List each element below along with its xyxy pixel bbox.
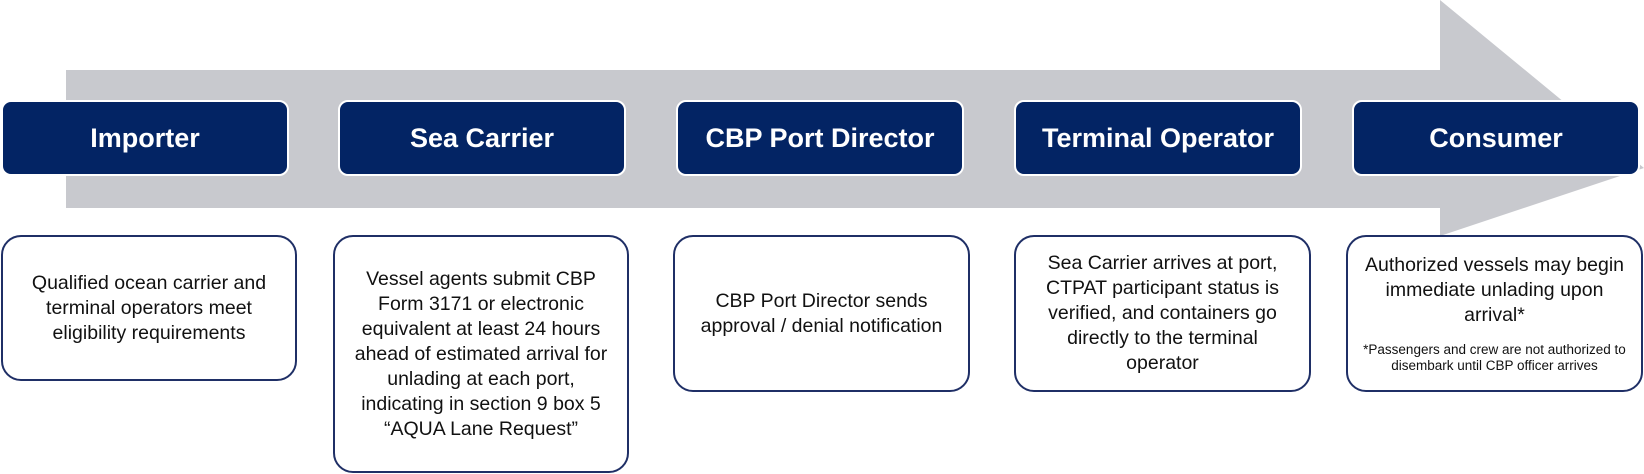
description-box-consumer: Authorized vessels may begin immediate u…	[1346, 235, 1643, 392]
footnote-text: *Passengers and crew are not authorized …	[1363, 342, 1626, 373]
header-consumer: Consumer	[1352, 100, 1640, 176]
description-text: Sea Carrier arrives at port, CTPAT parti…	[1045, 252, 1279, 374]
description-text: Authorized vessels may begin immediate u…	[1364, 254, 1625, 326]
description-text: Qualified ocean carrier and terminal ope…	[31, 271, 267, 344]
description-text: CBP Port Director sends approval / denia…	[700, 289, 943, 337]
header-sea-carrier: Sea Carrier	[338, 100, 626, 176]
description-box-cbp-port-director: CBP Port Director sends approval / denia…	[673, 235, 970, 392]
header-terminal-operator: Terminal Operator	[1014, 100, 1302, 176]
description-box-sea-carrier: Vessel agents submit CBP Form 3171 or el…	[333, 235, 629, 473]
header-cbp-port-director: CBP Port Director	[676, 100, 964, 176]
description-box-importer: Qualified ocean carrier and terminal ope…	[1, 235, 297, 381]
description-box-terminal-operator: Sea Carrier arrives at port, CTPAT parti…	[1014, 235, 1311, 392]
header-importer: Importer	[1, 100, 289, 176]
description-text: Vessel agents submit CBP Form 3171 or el…	[354, 267, 608, 440]
